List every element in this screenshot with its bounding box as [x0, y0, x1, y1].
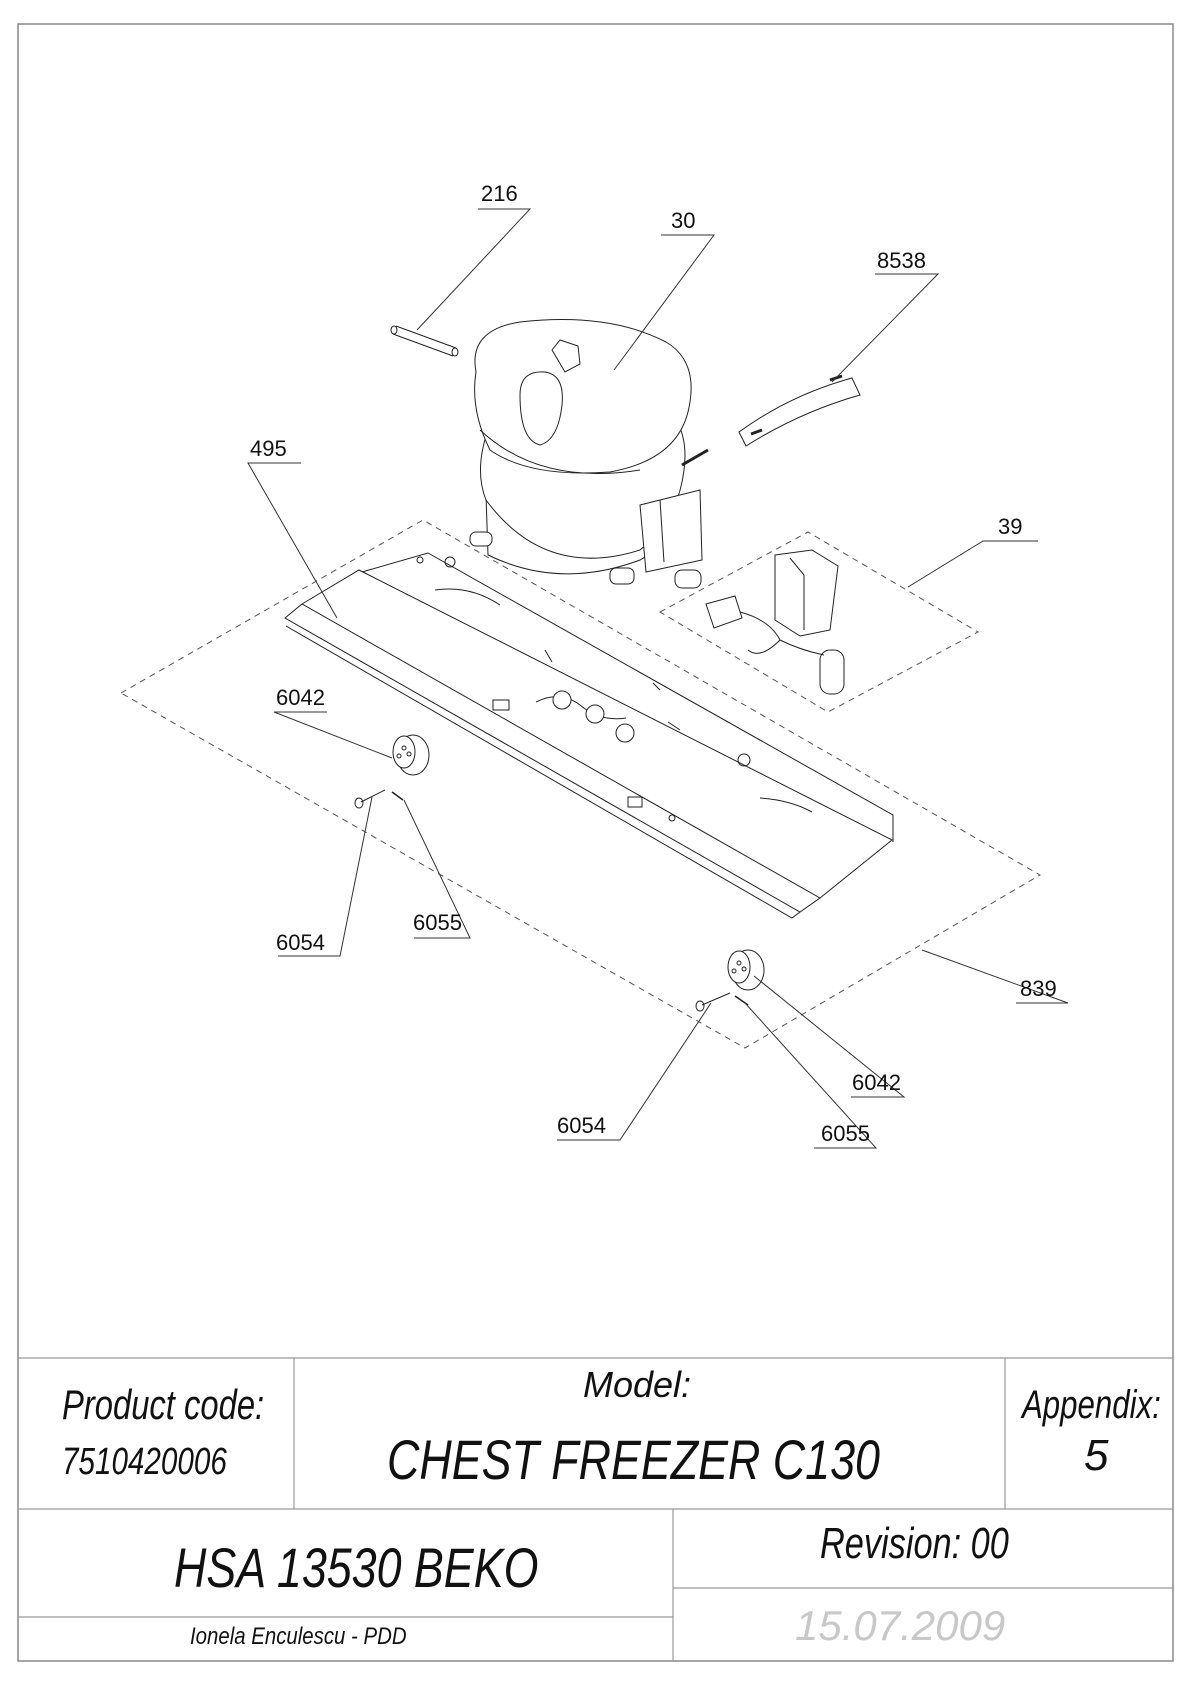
callout-216: 216 — [481, 181, 518, 206]
date: 15.07.2009 — [795, 1602, 1006, 1649]
callout-6054-left: 6054 — [276, 930, 325, 955]
callout-6042-left: 6042 — [276, 685, 325, 710]
appendix-label: Appendix: — [1022, 1383, 1161, 1427]
product-code-value: 7510420006 — [62, 1441, 227, 1483]
assembly-outline-839 — [119, 519, 1041, 1049]
pin-6055-left — [391, 791, 404, 801]
callout-495: 495 — [250, 436, 287, 461]
exploded-view — [119, 319, 1041, 1049]
electrical-group-39 — [705, 549, 845, 695]
callout-8538: 8538 — [877, 248, 926, 273]
model-label: Model: — [583, 1364, 692, 1405]
callout-6042-right: 6042 — [852, 1070, 901, 1095]
leader-lines — [247, 208, 1069, 1149]
title-block-grid — [18, 1357, 1173, 1661]
grommet-6042-right — [727, 949, 765, 991]
appendix-value: 5 — [1084, 1431, 1109, 1480]
bracket-8538 — [738, 374, 861, 447]
callout-39: 39 — [998, 514, 1022, 539]
sheet-border — [17, 23, 1174, 1662]
revision: Revision: 00 — [820, 1519, 1009, 1568]
callout-6055-right: 6055 — [821, 1121, 870, 1146]
base-plate-495 — [284, 552, 894, 919]
callout-6054-right: 6054 — [557, 1113, 606, 1138]
author: Ionela Enculescu - PDD — [190, 1623, 407, 1650]
pipe-216 — [390, 325, 459, 357]
product-code-label: Product code: — [62, 1381, 265, 1428]
screw-6054-left — [360, 789, 386, 803]
callout-6055-left: 6055 — [413, 910, 462, 935]
compressor-30 — [469, 319, 709, 589]
group-outline-39 — [658, 531, 980, 713]
grommet-6042-left — [392, 734, 430, 776]
assembly-name: HSA 13530 BEKO — [174, 1536, 539, 1599]
model-value: CHEST FREEZER C130 — [387, 1428, 880, 1491]
callout-839: 839 — [1020, 976, 1057, 1001]
callout-30: 30 — [671, 208, 695, 233]
screw-6054-right — [701, 992, 731, 1006]
